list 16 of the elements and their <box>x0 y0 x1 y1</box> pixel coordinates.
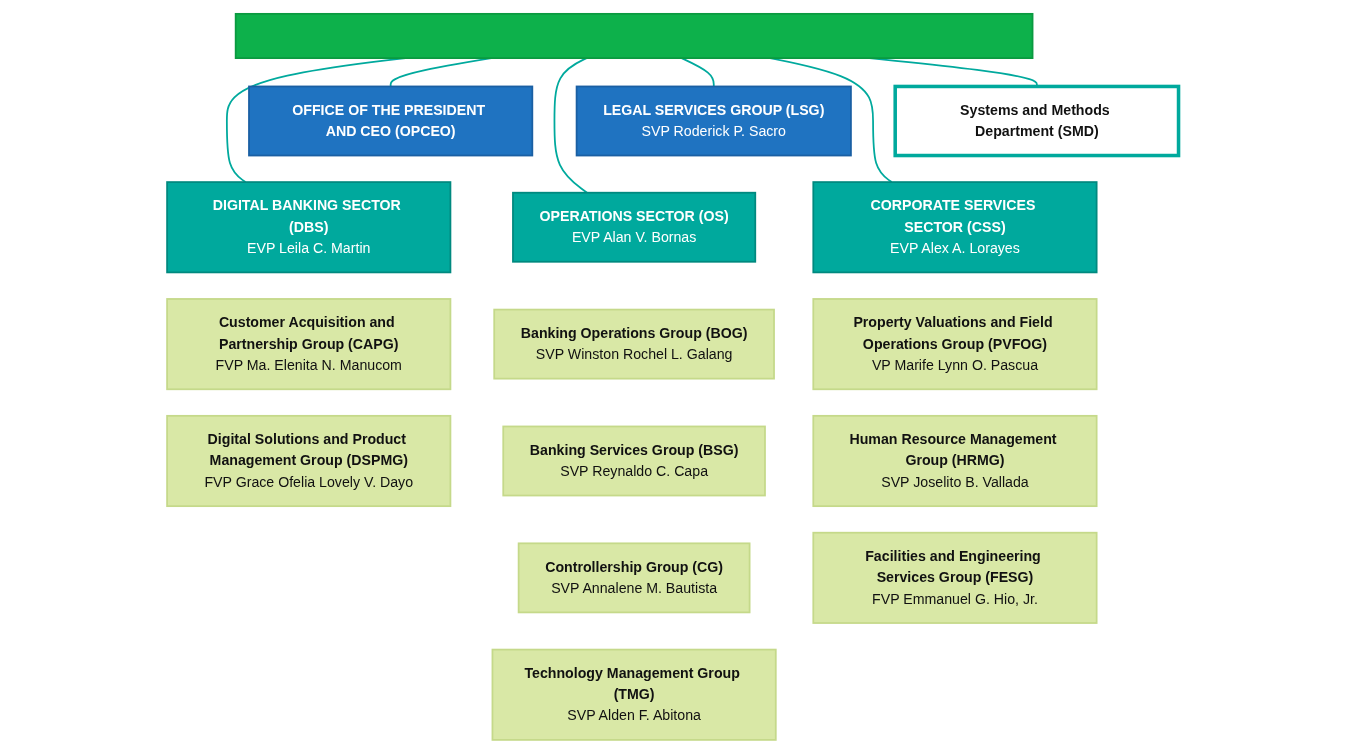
node-box: OFFICE OF THE PRESIDENT AND CEO (OPCEO) <box>247 85 533 157</box>
node-box: Human Resource Management Group (HRMG) SVP Joselito B. Vallada <box>812 414 1098 508</box>
node-box: Systems and Methods Department (SMD) <box>893 84 1180 158</box>
node-box: Controllership Group (CG) SVP Annalene M. Bautista <box>517 542 751 614</box>
node-box: Banking Services Group (BSG) SVP Reynaldo C. Capa <box>502 425 766 497</box>
node-box: Banking Operations Group (BOG) SVP Winston Rochel L. Galang <box>493 308 775 380</box>
node-box: Digital Solutions and Product Management Group (DSPMG) FVP Grace Ofelia Lovely V. Dayo <box>165 414 451 508</box>
node-box: Facilities and Engineering Services Group (FESG) FVP Emmanuel G. Hio, Jr. <box>812 531 1098 624</box>
node-bar <box>234 12 1034 59</box>
node-box: Customer Acquisition and Partnership Group (CAPG) FVP Ma. Elenita N. Manucom <box>165 298 451 391</box>
node-box: Technology Management Group (TMG) SVP Alden F. Abitona <box>491 648 777 741</box>
node-box: Property Valuations and Field Operations Group (PVFOG) VP Marife Lynn O. Pascua <box>812 298 1098 391</box>
node-box: DIGITAL BANKING SECTOR (DBS) EVP Leila C. Martin <box>165 181 451 274</box>
node-box: OPERATIONS SECTOR (OS) EVP Alan V. Bornas <box>511 191 756 263</box>
node-box: LEGAL SERVICES GROUP (LSG) SVP Roderick P. Sacro <box>575 85 852 157</box>
node-box: CORPORATE SERVICES SECTOR (CSS) EVP Alex A. Lorayes <box>812 181 1098 274</box>
